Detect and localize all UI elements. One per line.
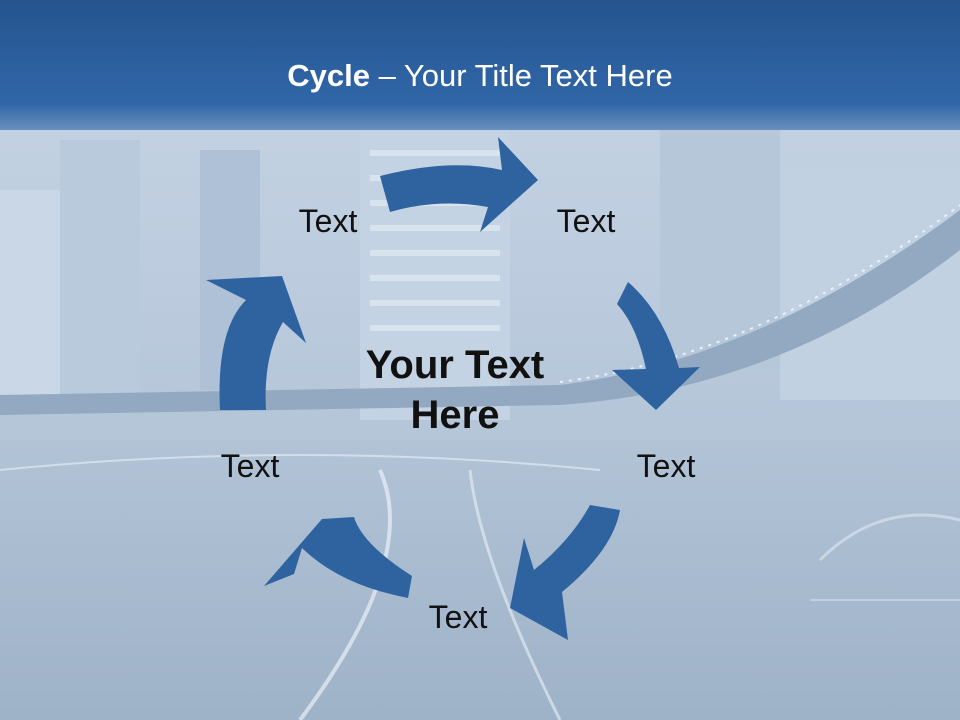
node-label-left: Text — [220, 448, 280, 484]
title-rest: – Your Title Text Here — [370, 58, 673, 93]
title-bold: Cycle — [287, 58, 370, 93]
node-label-bottom: Text — [428, 599, 488, 635]
cycle-arrow-left — [206, 276, 306, 410]
slide-title: Cycle – Your Title Text Here — [0, 56, 960, 96]
node-label-right: Text — [636, 448, 696, 484]
center-text-line2: Here — [410, 393, 500, 437]
cycle-arrow-bottom-left — [264, 517, 412, 598]
cycle-arrow-top — [380, 137, 538, 232]
cycle-arrow-bottom-right — [510, 505, 620, 640]
center-text: Your Text Here — [330, 340, 580, 440]
center-text-line1: Your Text — [365, 343, 545, 387]
cycle-arrow-right — [612, 282, 700, 410]
node-label-top-right: Text — [556, 203, 616, 239]
node-label-top-left: Text — [298, 203, 358, 239]
